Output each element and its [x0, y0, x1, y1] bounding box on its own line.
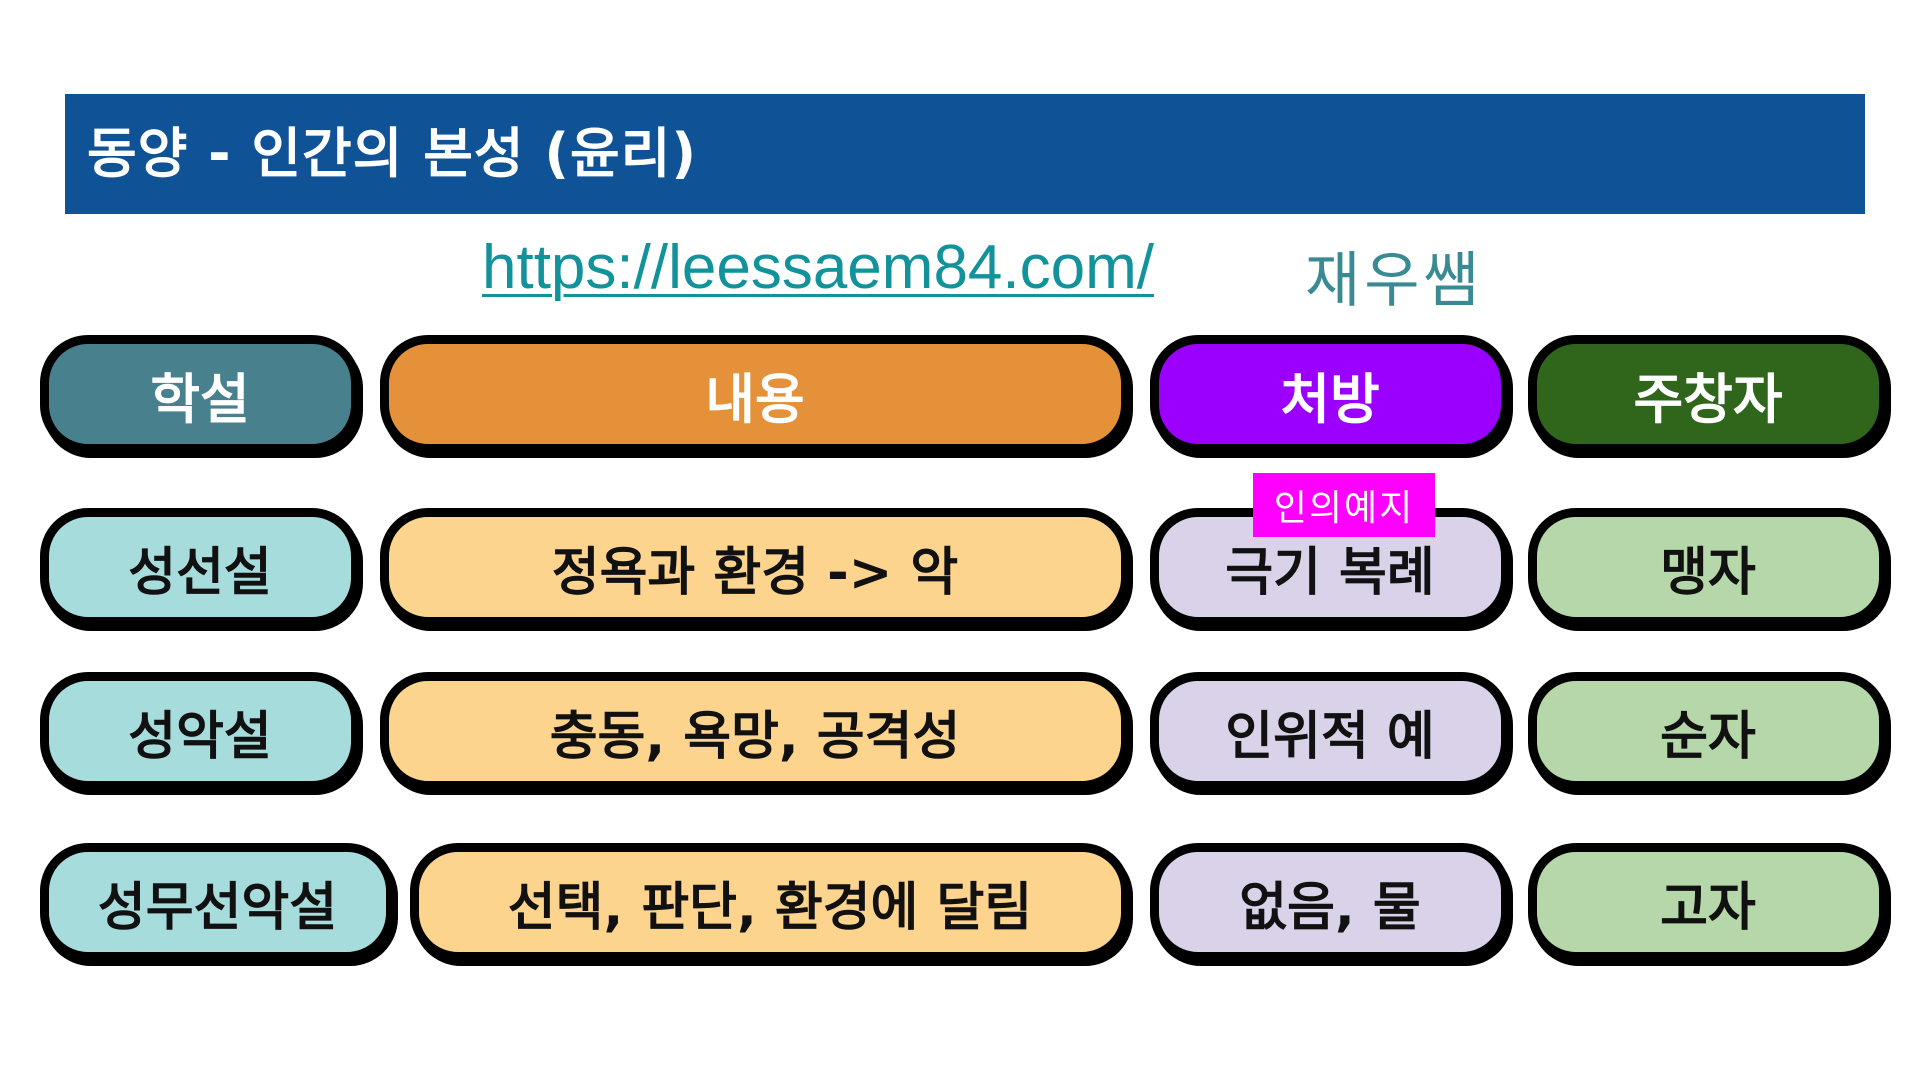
header-content: 내용	[380, 335, 1130, 453]
cell-text: 맹자	[1660, 542, 1756, 603]
table-row-2-prescription: 인위적 예	[1150, 672, 1510, 790]
header-prescription-label: 처방	[1280, 367, 1380, 431]
cell-text: 충동, 욕망, 공격성	[549, 706, 961, 767]
table-row-3-proponent: 고자	[1528, 843, 1888, 961]
header-theory-label: 학설	[150, 367, 250, 431]
website-link[interactable]: https://leessaem84.com/	[482, 233, 1154, 302]
header-proponent: 주창자	[1528, 335, 1888, 453]
cell-text: 선택, 판단, 환경에 달림	[507, 877, 1033, 938]
title-bar: 동양 - 인간의 본성 (윤리)	[65, 94, 1865, 214]
header-prescription: 처방	[1150, 335, 1510, 453]
link-row: https://leessaem84.com/ 재우쌤	[0, 232, 1920, 316]
cell-text: 성무선악설	[97, 877, 338, 938]
cell-text: 인위적 예	[1225, 706, 1435, 767]
author-name: 재우쌤	[1305, 246, 1483, 316]
cell-text: 극기 복례	[1225, 542, 1435, 603]
table-row-1-theory: 성선설	[40, 508, 360, 626]
table-row-1-proponent: 맹자	[1528, 508, 1888, 626]
table-row-2-content: 충동, 욕망, 공격성	[380, 672, 1130, 790]
table-row-3-theory: 성무선악설	[40, 843, 395, 961]
table-row-2-proponent: 순자	[1528, 672, 1888, 790]
header-proponent-label: 주창자	[1633, 367, 1783, 431]
cell-text: 정욕과 환경 -> 악	[551, 542, 959, 603]
cell-text: 성악설	[128, 706, 272, 767]
cell-text: 고자	[1660, 877, 1756, 938]
page-title: 동양 - 인간의 본성 (윤리)	[87, 122, 698, 185]
cell-text: 성선설	[128, 542, 272, 603]
table-row-1-content: 정욕과 환경 -> 악	[380, 508, 1130, 626]
header-theory: 학설	[40, 335, 360, 453]
virtue-tag: 인의예지	[1253, 473, 1435, 537]
header-content-label: 내용	[705, 367, 805, 431]
cell-text: 없음, 물	[1239, 877, 1421, 938]
table-row-3-prescription: 없음, 물	[1150, 843, 1510, 961]
cell-text: 순자	[1660, 706, 1756, 767]
table-row-3-content: 선택, 판단, 환경에 달림	[410, 843, 1130, 961]
table-row-2-theory: 성악설	[40, 672, 360, 790]
